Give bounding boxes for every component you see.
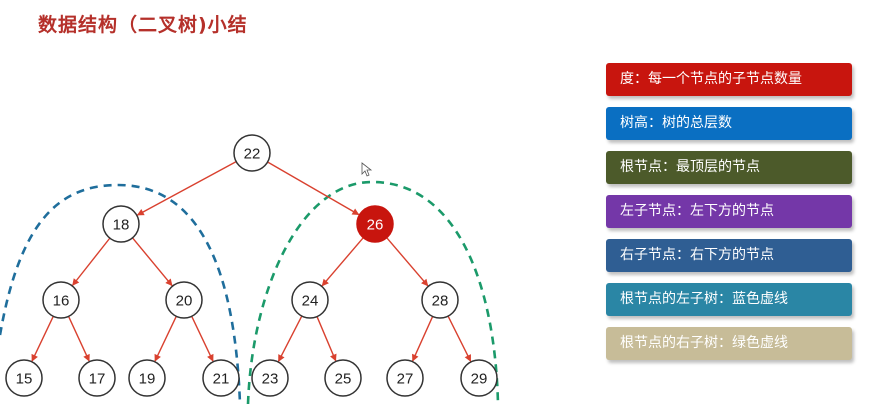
edge-n20-n19	[154, 315, 177, 363]
legend-item: 根节点的左子树：蓝色虚线	[606, 283, 852, 316]
legend-panel: 度：每一个节点的子节点数量树高：树的总层数根节点：最顶层的节点左子节点：左下方的…	[606, 63, 852, 371]
edge-arrowhead	[136, 209, 145, 216]
legend-item: 度：每一个节点的子节点数量	[606, 63, 852, 96]
tree-edges	[31, 160, 472, 363]
edge-n28-n27	[411, 316, 434, 362]
tree-nodes: 22 18 26 16 20 24 28 15 17 19 21 23 25 27 29	[5, 134, 498, 397]
node-label: 17	[89, 371, 106, 388]
node-label: 29	[471, 371, 488, 388]
node-label: 18	[113, 217, 130, 234]
edge-arrowhead	[330, 353, 337, 362]
node-label: 28	[432, 293, 449, 310]
node-circle	[5, 359, 43, 397]
edge-arrowhead	[83, 353, 90, 362]
edge-n16-n17	[67, 316, 91, 362]
node-label: 21	[213, 371, 230, 388]
edge-n26-n28	[386, 237, 429, 287]
edge-n26-n24	[321, 237, 364, 287]
node-label: 20	[176, 293, 193, 310]
legend-item: 右子节点：右下方的节点	[606, 239, 852, 272]
node-label: 26	[367, 217, 384, 234]
node-circle	[42, 281, 80, 319]
edge-arrowhead	[207, 353, 214, 362]
node-circle	[233, 134, 271, 172]
edge-n24-n23	[277, 315, 303, 363]
node-circle	[251, 359, 289, 397]
node-label: 24	[302, 293, 319, 310]
edge-n18-n16	[71, 237, 111, 287]
legend-item: 根节点：最顶层的节点	[606, 151, 852, 184]
node-circle	[356, 205, 394, 243]
mouse-cursor-icon	[361, 162, 373, 177]
node-circle	[291, 281, 329, 319]
edge-n22-n18	[136, 160, 237, 217]
node-circle	[202, 359, 240, 397]
edge-n24-n25	[316, 316, 337, 362]
tree-node-23: 23	[251, 359, 289, 397]
edge-n18-n20	[131, 237, 174, 287]
tree-node-15: 15	[5, 359, 43, 397]
tree-node-25: 25	[324, 359, 362, 397]
node-circle	[128, 359, 166, 397]
node-label: 27	[397, 371, 414, 388]
node-label: 23	[262, 371, 279, 388]
right-subtree-outline	[246, 180, 500, 404]
tree-node-19: 19	[128, 359, 166, 397]
node-label: 16	[53, 293, 70, 310]
left-subtree-outline	[0, 183, 242, 404]
edge-arrowhead	[412, 353, 419, 362]
slide-title: 数据结构（二叉树)小结	[38, 14, 248, 36]
edge-arrowhead	[72, 278, 80, 286]
edge-arrowhead	[421, 278, 429, 287]
node-circle	[324, 359, 362, 397]
legend-item: 左子节点：左下方的节点	[606, 195, 852, 228]
edge-arrowhead	[278, 354, 285, 362]
tree-node-28: 28	[421, 281, 459, 319]
tree-node-26: 26	[356, 205, 394, 243]
node-label: 15	[16, 371, 33, 388]
edge-arrowhead	[351, 208, 360, 216]
node-circle	[421, 281, 459, 319]
edge-n22-n26	[267, 161, 360, 216]
edge-arrowhead	[165, 278, 173, 287]
legend-item: 根节点的右子树：绿色虚线	[606, 327, 852, 360]
node-circle	[386, 359, 424, 397]
edge-arrowhead	[31, 353, 38, 362]
node-circle	[78, 359, 116, 397]
node-label: 22	[244, 146, 261, 163]
edge-n20-n21	[191, 315, 214, 363]
edge-arrowhead	[154, 353, 161, 362]
legend-item: 树高：树的总层数	[606, 107, 852, 140]
node-circle	[165, 281, 203, 319]
tree-node-22: 22	[233, 134, 271, 172]
edge-n28-n29	[447, 315, 472, 363]
edge-arrowhead	[464, 354, 471, 362]
tree-node-29: 29	[460, 359, 498, 397]
node-label: 19	[139, 371, 156, 388]
node-label: 25	[335, 371, 352, 388]
node-circle	[102, 205, 140, 243]
node-circle	[460, 359, 498, 397]
tree-node-24: 24	[291, 281, 329, 319]
tree-node-27: 27	[386, 359, 424, 397]
edge-arrowhead	[321, 278, 329, 287]
tree-node-20: 20	[165, 281, 203, 319]
tree-node-16: 16	[42, 281, 80, 319]
binary-tree-diagram: 22 18 26 16 20 24 28 15 17 19 21 23 25 27 29	[0, 134, 500, 404]
tree-node-21: 21	[202, 359, 240, 397]
tree-node-17: 17	[78, 359, 116, 397]
edge-n16-n15	[31, 315, 54, 363]
tree-node-18: 18	[102, 205, 140, 243]
